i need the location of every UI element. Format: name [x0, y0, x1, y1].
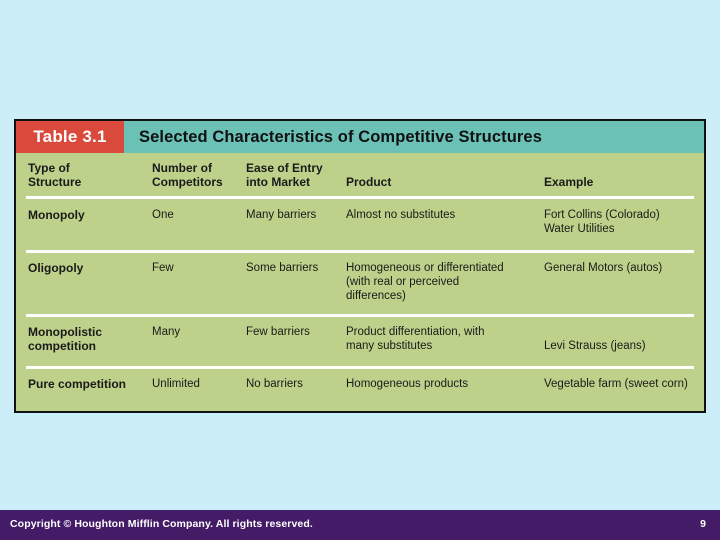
table-number-badge: Table 3.1: [16, 121, 124, 153]
column-header-number-of-competitors: Number of Competitors: [152, 161, 223, 189]
table-row: Pure competition Unlimited No barriers H…: [16, 369, 704, 411]
cell-ease-of-entry: Many barriers: [246, 209, 317, 221]
table-title-bar: Table 3.1 Selected Characteristics of Co…: [16, 121, 704, 153]
cell-competitors: Many: [152, 326, 181, 338]
column-header-example: Example: [544, 175, 594, 189]
column-header-ease-of-entry: Ease of Entry into Market: [246, 161, 323, 189]
table-header-row: Type of Structure Number of Competitors …: [16, 153, 704, 197]
cell-example: Fort Collins (Colorado) Water Utilities: [544, 209, 660, 235]
cell-competitors: Few: [152, 262, 174, 274]
row-divider: [26, 366, 694, 369]
cell-structure: Oligopoly: [28, 261, 84, 275]
cell-product: Almost no substitutes: [346, 209, 456, 221]
footer-bar: Copyright © Houghton Mifflin Company. Al…: [0, 510, 720, 540]
column-header-product: Product: [346, 175, 392, 189]
table-row: Oligopoly Few Some barriers Homogeneous …: [16, 253, 704, 315]
cell-example: Levi Strauss (jeans): [544, 340, 646, 352]
cell-competitors: One: [152, 209, 174, 221]
cell-ease-of-entry: Few barriers: [246, 326, 310, 338]
footer-page-number: 9: [700, 518, 706, 530]
table-figure: Table 3.1 Selected Characteristics of Co…: [14, 119, 706, 413]
cell-product: Homogeneous products: [346, 378, 469, 390]
cell-ease-of-entry: Some barriers: [246, 262, 319, 274]
row-divider: [26, 250, 694, 253]
cell-competitors: Unlimited: [152, 378, 200, 390]
table-row: Monopolistic competition Many Few barrie…: [16, 317, 704, 367]
table-row: Monopoly One Many barriers Almost no sub…: [16, 199, 704, 251]
table-title: Selected Characteristics of Competitive …: [139, 127, 542, 146]
row-divider: [26, 314, 694, 317]
table-body: Type of Structure Number of Competitors …: [16, 153, 704, 411]
cell-ease-of-entry: No barriers: [246, 378, 303, 390]
cell-structure: Monopolistic competition: [28, 325, 102, 353]
column-header-type-of-structure: Type of Structure: [28, 161, 82, 189]
footer-copyright-text: Copyright © Houghton Mifflin Company. Al…: [10, 518, 313, 530]
table-title-divider: [124, 121, 129, 153]
cell-example: General Motors (autos): [544, 262, 663, 274]
row-divider: [26, 196, 694, 199]
cell-structure: Monopoly: [28, 208, 85, 222]
cell-example: Vegetable farm (sweet corn): [544, 378, 688, 390]
cell-product: Product differentiation, with many subst…: [346, 326, 485, 352]
cell-structure: Pure competition: [28, 377, 127, 391]
cell-product: Homogeneous or differentiated (with real…: [346, 262, 504, 302]
